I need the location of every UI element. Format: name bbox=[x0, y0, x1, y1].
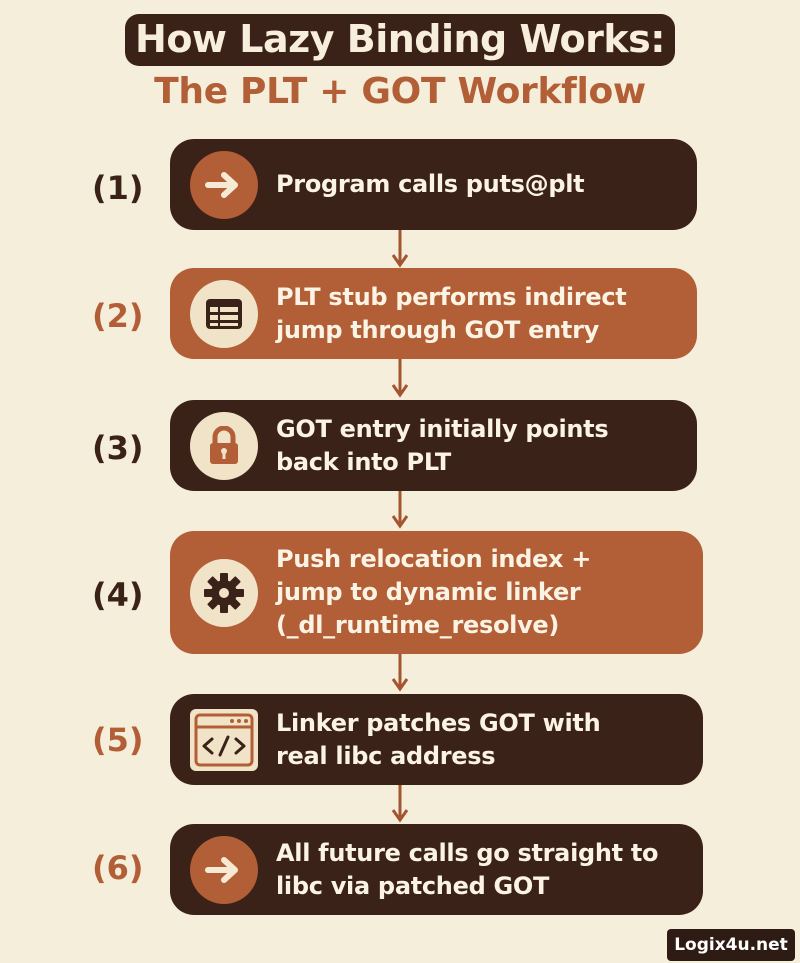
step-text-2: PLT stub performs indirect jump through … bbox=[276, 282, 627, 344]
step-text-5: Linker patches GOT with real libc addres… bbox=[276, 708, 601, 770]
connector-arrow-5 bbox=[391, 785, 409, 823]
step-number-4: (4) bbox=[92, 576, 144, 614]
step-text-3: GOT entry initially points back into PLT bbox=[276, 414, 609, 476]
step-number-2: (2) bbox=[92, 297, 144, 335]
arrow-right-icon bbox=[190, 835, 258, 904]
page-subtitle: The PLT + GOT Workflow bbox=[154, 71, 646, 112]
table-icon bbox=[190, 279, 258, 348]
page-title: How Lazy Binding Works: bbox=[125, 14, 675, 66]
step-box-1: Program calls puts@plt bbox=[170, 139, 697, 230]
step-text-4: Push relocation index + jump to dynamic … bbox=[276, 545, 592, 639]
step-box-2: PLT stub performs indirect jump through … bbox=[170, 268, 697, 359]
gear-icon bbox=[190, 558, 258, 627]
arrow-right-icon bbox=[190, 150, 258, 219]
step-number-3: (3) bbox=[92, 429, 144, 467]
step-box-5: Linker patches GOT with real libc addres… bbox=[170, 694, 703, 785]
step-text-1: Program calls puts@plt bbox=[276, 170, 585, 198]
step-number-1: (1) bbox=[92, 169, 144, 207]
step-box-6: All future calls go straight to libc via… bbox=[170, 824, 703, 915]
lock-icon bbox=[190, 411, 258, 480]
step-number-6: (6) bbox=[92, 849, 144, 887]
title-block: How Lazy Binding Works: The PLT + GOT Wo… bbox=[0, 14, 800, 114]
connector-arrow-3 bbox=[391, 491, 409, 529]
step-number-5: (5) bbox=[92, 721, 144, 759]
connector-arrow-1 bbox=[391, 230, 409, 268]
step-box-3: GOT entry initially points back into PLT bbox=[170, 400, 697, 491]
connector-arrow-2 bbox=[391, 359, 409, 398]
code-window-icon bbox=[190, 708, 258, 771]
step-text-6: All future calls go straight to libc via… bbox=[276, 838, 659, 900]
step-box-4: Push relocation index + jump to dynamic … bbox=[170, 531, 703, 654]
watermark: Logix4u.net bbox=[667, 929, 795, 961]
connector-arrow-4 bbox=[391, 654, 409, 692]
